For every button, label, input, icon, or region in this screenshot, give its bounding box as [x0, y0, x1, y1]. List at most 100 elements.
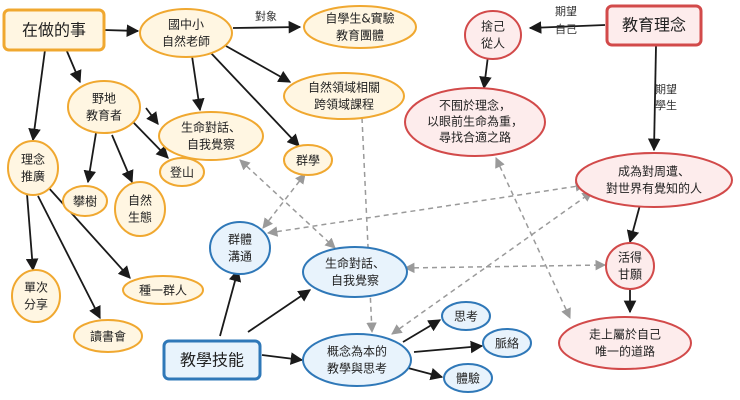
- node-concept-teach[interactable]: 概念為本的 教學與思考: [302, 333, 412, 387]
- edge-label-expect-self-1: 期望: [555, 5, 577, 18]
- node-let-go-line-2: 從人: [481, 37, 505, 51]
- dashed-link-fieldcourse-to-concept: [361, 117, 377, 334]
- link-aware-to-livewilling: [626, 204, 641, 244]
- node-promote-line-1: 理念: [21, 152, 45, 167]
- link-doing-to-wildedu: [65, 48, 82, 84]
- node-think-label: 思考: [454, 310, 478, 324]
- node-group-learn[interactable]: 群學: [283, 144, 333, 176]
- edge-label-target: 對象: [255, 9, 277, 23]
- node-student-team[interactable]: 自學生&實驗 教育團體: [303, 5, 417, 49]
- link-teacher-to-fieldcourse: [225, 45, 292, 83]
- link-skills-to-groupcomm: [219, 268, 242, 337]
- dashed-link-lifedialog-to-livewilling: [403, 259, 607, 274]
- node-own-path-line-1: 走上屬於自己: [589, 327, 661, 342]
- node-life-dialog-top[interactable]: 生命對話、 自我覺察: [158, 111, 264, 161]
- node-plant-people-label: 種一群人: [139, 284, 187, 298]
- link-philosophy-to-aware: [647, 45, 661, 152]
- node-aware-person-line-2: 對世界有覺知的人: [606, 181, 702, 196]
- node-share-once[interactable]: 單次 分享: [11, 269, 61, 323]
- node-share-once-line-2: 分享: [24, 297, 48, 312]
- dashed-link-concept-to-aware: [391, 191, 593, 335]
- node-wild-edu-line-1: 野地: [92, 92, 116, 106]
- link-letgo-to-nottrapped: [479, 55, 492, 90]
- node-philosophy-label: 教育理念: [622, 16, 686, 35]
- node-book-club-label: 讀書會: [90, 330, 126, 344]
- node-live-willing-line-1: 活得: [618, 250, 642, 265]
- node-live-willing-line-2: 甘願: [618, 268, 642, 282]
- link-concept-to-think: [402, 319, 442, 343]
- node-concept-teach-line-2: 教學與思考: [327, 361, 387, 376]
- link-teacher-to-studentteam: [232, 20, 302, 34]
- node-field-course[interactable]: 自然領域相關 跨領域課程: [283, 72, 405, 120]
- node-promote[interactable]: 理念 推廣: [7, 140, 59, 196]
- node-own-path[interactable]: 走上屬於自己 唯一的道路: [558, 316, 692, 370]
- link-wildedu-to-treeclimb: [83, 132, 97, 184]
- node-wild-edu[interactable]: 野地 教育者: [67, 80, 141, 134]
- node-plant-people[interactable]: 種一群人: [122, 275, 204, 305]
- node-not-trapped-line-1: 不囿於理念，: [439, 98, 511, 113]
- node-concept-teach-line-1: 概念為本的: [327, 344, 387, 359]
- node-think[interactable]: 思考: [441, 301, 491, 331]
- node-philosophy[interactable]: 教育理念: [605, 4, 703, 47]
- link-philosophy-to-letgo: [528, 21, 606, 34]
- link-concept-to-experience: [407, 367, 444, 381]
- node-teacher-line-1: 國中小: [168, 17, 204, 32]
- node-group-comm[interactable]: 群體 溝通: [209, 221, 271, 275]
- link-teacher-to-lifedialog: [191, 55, 205, 112]
- node-ecology-line-2: 生態: [128, 210, 152, 225]
- node-context[interactable]: 脈絡: [482, 328, 532, 358]
- node-student-team-line-2: 教育團體: [336, 28, 384, 43]
- node-not-trapped-line-2: 以眼前生命為重，: [427, 114, 523, 129]
- node-life-dialog-top-line-2: 自我覺察: [187, 138, 235, 152]
- edge-label-expect-student-2: 學生: [655, 98, 677, 112]
- node-life-dialog-mid-line-1: 生命對話、: [325, 256, 385, 271]
- node-not-trapped[interactable]: 不囿於理念， 以眼前生命為重， 尋找合適之路: [404, 87, 546, 157]
- node-group-comm-line-2: 溝通: [228, 250, 252, 264]
- node-student-team-line-1: 自學生&實驗: [325, 11, 394, 26]
- node-experience[interactable]: 體驗: [443, 363, 493, 393]
- link-concept-to-context: [413, 340, 484, 354]
- node-climb-label: 登山: [170, 165, 194, 180]
- node-life-dialog-top-line-1: 生命對話、: [181, 120, 241, 135]
- dashed-links: [239, 117, 607, 335]
- link-wildedu-to-climb: [131, 120, 169, 159]
- node-field-course-line-2: 跨領域課程: [314, 97, 374, 112]
- node-ecology-line-1: 自然: [128, 193, 152, 208]
- link-doing-to-teacher: [103, 24, 140, 37]
- edge-label-expect-self-2: 自己: [555, 23, 577, 36]
- node-book-club[interactable]: 讀書會: [73, 319, 143, 353]
- link-promote-to-plantpeople: [46, 185, 131, 279]
- node-live-willing[interactable]: 活得 甘願: [605, 242, 655, 290]
- node-tree-climb[interactable]: 攀樹: [62, 185, 108, 217]
- link-teacher-to-grouplearn: [209, 51, 300, 147]
- node-context-label: 脈絡: [495, 336, 519, 351]
- node-ecology[interactable]: 自然 生態: [114, 181, 166, 237]
- dashed-link-nottrapped-to-ownpath: [495, 157, 571, 319]
- node-group-learn-label: 群學: [296, 154, 320, 168]
- link-promote-to-bookclub: [37, 195, 101, 320]
- node-doing[interactable]: 在做的事: [2, 8, 106, 52]
- node-let-go-line-1: 捨己: [481, 19, 505, 34]
- dashed-link-grouplearn-to-groupcomm: [262, 173, 306, 229]
- node-teacher[interactable]: 國中小 自然老師: [139, 8, 233, 58]
- node-experience-label: 體驗: [456, 372, 480, 386]
- link-promote-to-share: [25, 193, 39, 272]
- node-aware-person-line-1: 成為對周遭、: [618, 165, 690, 179]
- node-let-go[interactable]: 捨己 從人: [464, 10, 522, 60]
- link-doing-to-promote: [28, 49, 46, 142]
- node-doing-label: 在做的事: [22, 21, 86, 40]
- node-aware-person[interactable]: 成為對周遭、 對世界有覺知的人: [575, 152, 733, 208]
- node-tree-climb-label: 攀樹: [73, 195, 97, 209]
- node-skills[interactable]: 教學技能: [162, 339, 262, 381]
- link-skills-to-concept: [261, 352, 304, 365]
- node-climb[interactable]: 登山: [159, 157, 205, 187]
- node-wild-edu-line-2: 教育者: [86, 108, 122, 123]
- link-wildedu-to-ecology: [111, 134, 134, 184]
- node-skills-label: 教學技能: [180, 351, 244, 370]
- node-life-dialog-mid-line-2: 自我覺察: [331, 274, 379, 288]
- solid-links: [25, 20, 661, 381]
- node-not-trapped-line-3: 尋找合適之路: [439, 130, 511, 145]
- node-life-dialog-mid[interactable]: 生命對話、 自我覺察: [302, 246, 408, 298]
- node-share-once-line-1: 單次: [24, 281, 48, 295]
